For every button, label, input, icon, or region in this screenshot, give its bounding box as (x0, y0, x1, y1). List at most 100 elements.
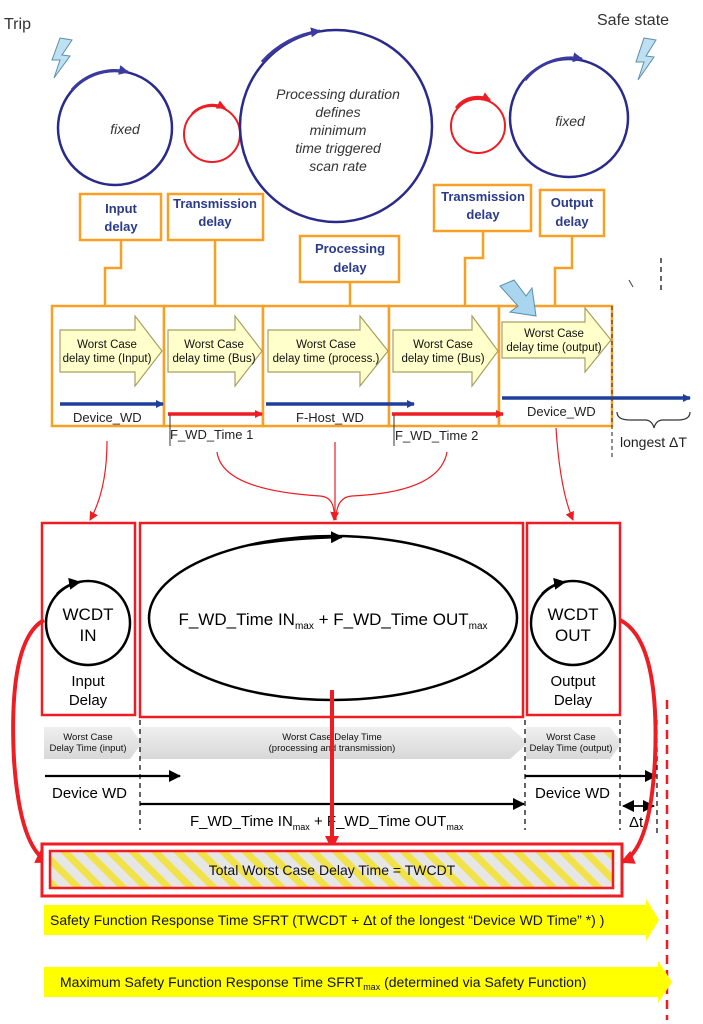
trip-label: Trip (4, 16, 31, 33)
transmission-delay-label: delay (466, 207, 500, 222)
formula-sub: max (446, 822, 464, 832)
timeline-formula: F_WD_Time INmax + F_WD_Time OUTmax (190, 813, 464, 832)
orange-connectors (103, 231, 574, 306)
formula-part: F_WD_Time OUT (327, 813, 446, 830)
worst-case-arrow-bus-2 (392, 314, 499, 388)
watchdog-labels: Device_WD F_WD_Time 1 F-Host_WD F_WD_Tim… (73, 404, 596, 443)
twcdt-hatched-bar (48, 849, 615, 890)
pointer-arrow-icon (499, 279, 537, 317)
worst-case-arrow-labels: Worst Case delay time (Input) Worst Case… (63, 328, 602, 365)
processing-cycle-arrow (260, 27, 321, 64)
formula-sub: max (295, 621, 314, 632)
worst-case-arrow-output (501, 306, 612, 374)
device-wd-left-label: Device WD (52, 785, 127, 802)
lightning-icon-safe-state (635, 37, 657, 81)
thin-red-arrows (89, 427, 574, 521)
input-delay-panel (40, 521, 137, 717)
orange-label-boxes: Input delay Transmission delay Processin… (78, 183, 606, 284)
wcdt-in-label: WCDT (63, 605, 114, 624)
band-output (526, 727, 622, 759)
output-delay-panel (525, 521, 622, 717)
processing-delay-label: delay (333, 260, 367, 275)
formula-plus: + (310, 813, 327, 830)
formula-part: F_WD_Time IN (190, 813, 293, 830)
twcdt-label: Total Worst Case Delay Time = TWCDT (209, 862, 456, 878)
worst-case-label: Worst Case (296, 339, 356, 351)
processing-cycle-text: Processing duration defines minimum time… (276, 86, 400, 174)
center-formula: F_WD_Time INmax + F_WD_Time OUTmax (178, 610, 487, 632)
worst-case-label: Worst Case (77, 339, 137, 351)
transmission-cycle-circle-2 (450, 98, 506, 154)
transmission-delay-label: delay (198, 214, 232, 229)
processing-text-line: time triggered (295, 140, 382, 156)
worst-case-arrow-bus-1 (167, 314, 263, 388)
processing-text-line: scan rate (309, 158, 367, 174)
input-delay-caption: Input (71, 673, 105, 690)
output-cycle-label: fixed (555, 113, 586, 129)
wcdt-in-arrow (56, 577, 81, 595)
processing-cycle-circle (238, 28, 434, 224)
processing-delay-box (298, 234, 401, 284)
formula-part: F_WD_Time OUT (333, 610, 468, 629)
formula-part: F_WD_Time IN (178, 610, 295, 629)
center-formula-panel (138, 521, 525, 719)
small-mark (628, 279, 634, 288)
delta-t-label: Δt (629, 814, 644, 831)
input-delay-caption: Delay (69, 692, 108, 709)
worst-case-label: delay time (Bus) (172, 353, 255, 365)
device-wd-right-label: Device WD (535, 785, 610, 802)
output-delay-caption: Output (550, 673, 596, 690)
input-delay-label: Input (105, 201, 137, 216)
transmission-cycle-arrow-1 (191, 100, 226, 115)
longest-dt-brace (616, 411, 691, 429)
thick-red-arrows (11, 618, 658, 864)
wcdt-out-label: WCDT (548, 605, 599, 624)
worst-case-label: delay time (Bus) (401, 353, 484, 365)
sfrt-max-sub: max (363, 982, 381, 992)
transmission-cycle-arrow-2 (454, 92, 491, 109)
transmission-delay-label: Transmission (173, 196, 257, 211)
output-cycle-arrow (523, 52, 583, 81)
worst-case-arrow-input (59, 314, 163, 388)
watchdog-label: F_WD_Time 2 (395, 428, 478, 443)
input-delay-label: delay (104, 219, 138, 234)
sfrt-max-label: Maximum Safety Function Response Time SF… (60, 974, 586, 992)
input-cycle-arrow (70, 65, 129, 92)
safe-state-label: Safe state (597, 12, 669, 29)
worst-case-arrows (59, 306, 612, 388)
input-cycle-label: fixed (110, 121, 141, 137)
center-ellipse-arrow (249, 531, 343, 547)
output-delay-label: Output (551, 195, 594, 210)
wcdt-out-circle (529, 579, 617, 667)
watchdog-arrows (60, 394, 691, 418)
watchdog-label: F_WD_Time 1 (170, 427, 253, 442)
worst-case-label: Worst Case (184, 339, 244, 351)
formula-sub: max (293, 822, 311, 832)
sfrt-max-arrow (44, 961, 672, 1003)
wcdt-out-label: OUT (555, 626, 591, 645)
band-input (44, 727, 142, 759)
output-delay-caption: Delay (554, 692, 593, 709)
watchdog-label: F-Host_WD (296, 410, 364, 425)
watchdog-label: Device_WD (527, 404, 596, 419)
worst-case-label: delay time (Input) (63, 353, 152, 365)
output-delay-box (538, 188, 606, 238)
processing-text-line: defines (315, 104, 360, 120)
wcdt-in-label: IN (80, 626, 97, 645)
transmission-delay-label: Transmission (441, 189, 525, 204)
worst-case-arrow-process (267, 314, 389, 388)
processing-text-line: Processing duration (276, 86, 400, 102)
watchdog-label: Device_WD (73, 410, 142, 425)
output-delay-label: delay (555, 214, 589, 229)
input-delay-box (78, 192, 163, 242)
sfrt-max-part: Maximum Safety Function Response Time SF… (60, 974, 364, 990)
band-label: Worst Case (63, 732, 112, 743)
worst-case-label: delay time (process.) (273, 353, 380, 365)
transmission-cycle-circle-1 (183, 105, 241, 163)
lightning-icon-trip (51, 37, 73, 79)
processing-text-line: minimum (310, 122, 367, 138)
wcdt-in-circle (44, 579, 132, 667)
band-label: Delay Time (input) (49, 743, 126, 754)
sfrt-max-part: (determined via Safety Function) (380, 974, 586, 990)
